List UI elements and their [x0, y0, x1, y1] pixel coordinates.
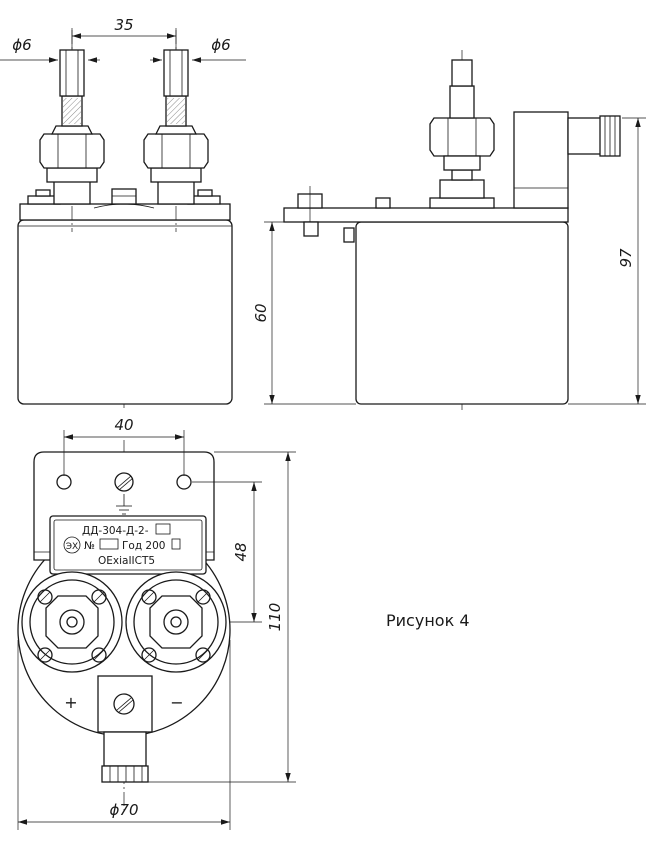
nameplate-year-label: Год 200 [122, 540, 165, 552]
cert-mark: ЭХ [66, 542, 78, 552]
dim-total-height: 97 [617, 248, 635, 268]
side-base-plate [283, 207, 569, 223]
dim-plate-to-center: 48 [232, 542, 250, 561]
front-view: 35 ϕ6 ϕ6 [0, 16, 246, 408]
top-view: ДД-304-Д-2- ЭХ № Год 200 OExiaIICT5 [17, 416, 296, 830]
figure-caption: Рисунок 4 [386, 611, 470, 630]
nameplate: ДД-304-Д-2- ЭХ № Год 200 OExiaIICT5 [49, 515, 207, 575]
dim-overall-length: 110 [266, 603, 284, 632]
front-left-fitting [39, 30, 105, 232]
plus-terminal-mark: + [64, 693, 77, 712]
dim-pipe-spacing: 35 [114, 16, 133, 34]
dim-mount-hole-spacing: 40 [114, 416, 133, 434]
front-base-plate [19, 203, 231, 221]
front-housing [17, 219, 233, 405]
electrical-connector [97, 675, 153, 783]
nameplate-model: ДД-304-Д-2- [82, 525, 149, 537]
front-right-fitting [143, 30, 209, 232]
dim-body-height: 60 [252, 303, 270, 322]
minus-terminal-mark: − [170, 693, 183, 712]
dim-body-diameter: ϕ70 [110, 801, 139, 819]
dim-right-pipe-diameter: ϕ6 [211, 36, 230, 54]
side-view: 60 97 [252, 50, 646, 410]
side-housing [355, 221, 569, 405]
connector-box [513, 111, 569, 209]
left-flange [21, 571, 123, 673]
dim-left-pipe-diameter: ϕ6 [12, 36, 31, 54]
nameplate-marking: OExiaIICT5 [98, 555, 155, 567]
nameplate-serial-label: № [84, 540, 95, 552]
right-flange [125, 571, 227, 673]
